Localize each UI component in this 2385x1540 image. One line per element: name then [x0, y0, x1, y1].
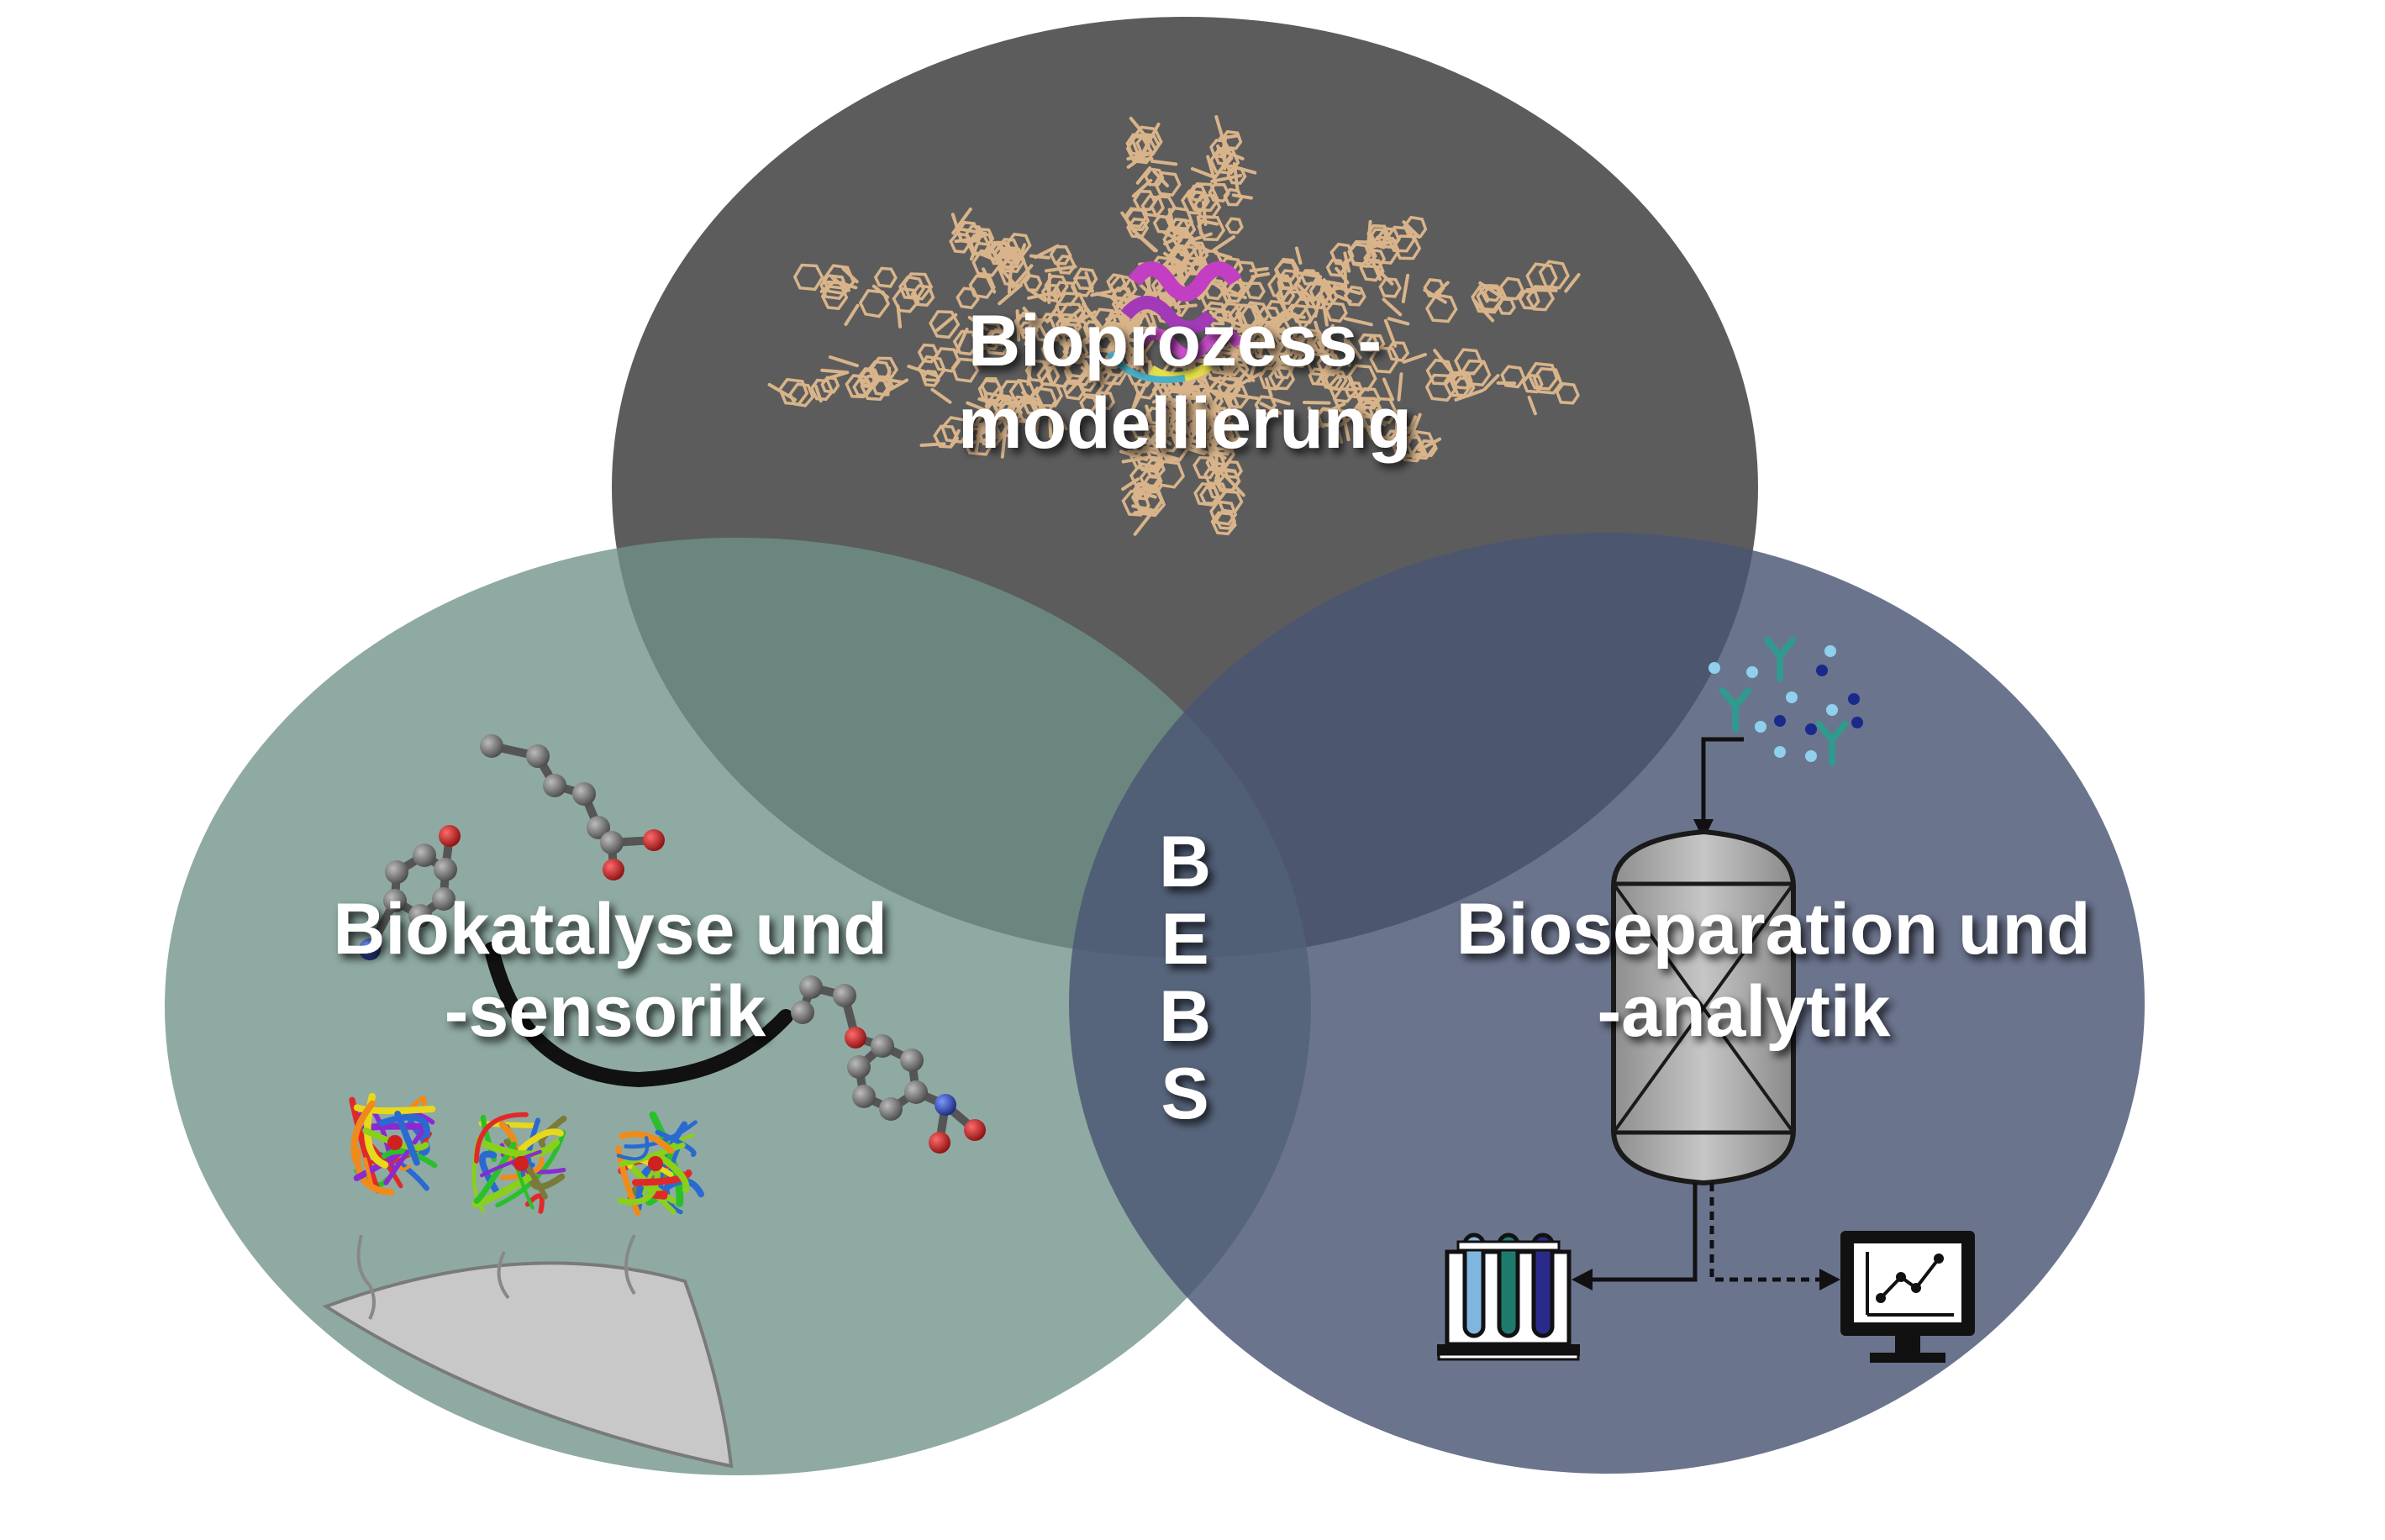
circle-biokatalyse: [165, 538, 1311, 1475]
center-acronym: B E B S: [1159, 822, 1211, 1134]
test-tube-rack-icon: [1437, 1233, 1580, 1361]
protein-core: [1106, 261, 1245, 383]
center-letter: S: [1161, 1054, 1208, 1134]
label-line: Biokatalyse und: [333, 889, 887, 970]
label-line: Bioseparation und: [1456, 889, 2091, 970]
protein-framework-molecule-icon: [767, 115, 1581, 536]
enzyme-catalysis-icon: [322, 734, 986, 1469]
center-letter: E: [1161, 899, 1208, 980]
label-line: -analytik: [1598, 971, 1891, 1052]
label-line: -sensorik: [445, 971, 766, 1052]
center-letter: B: [1159, 976, 1211, 1057]
chromatography-column-icon: [1437, 636, 1975, 1363]
reaction-arrow: [484, 942, 793, 1088]
circle-label-top: Bioprozess- modellierung: [958, 301, 1412, 464]
circles: [165, 17, 2145, 1475]
circle-label-right: Bioseparation und -analytik: [1456, 889, 2111, 1052]
monitor-chart-icon: [1840, 1231, 1975, 1363]
analyte-mixture: [1708, 636, 1863, 766]
center-letter: B: [1159, 822, 1211, 902]
column: [1611, 828, 1796, 1186]
label-line: Bioprozess-: [968, 301, 1382, 381]
circle-label-left: Biokatalyse und -sensorik: [333, 889, 907, 1052]
label-line: modellierung: [958, 383, 1412, 464]
